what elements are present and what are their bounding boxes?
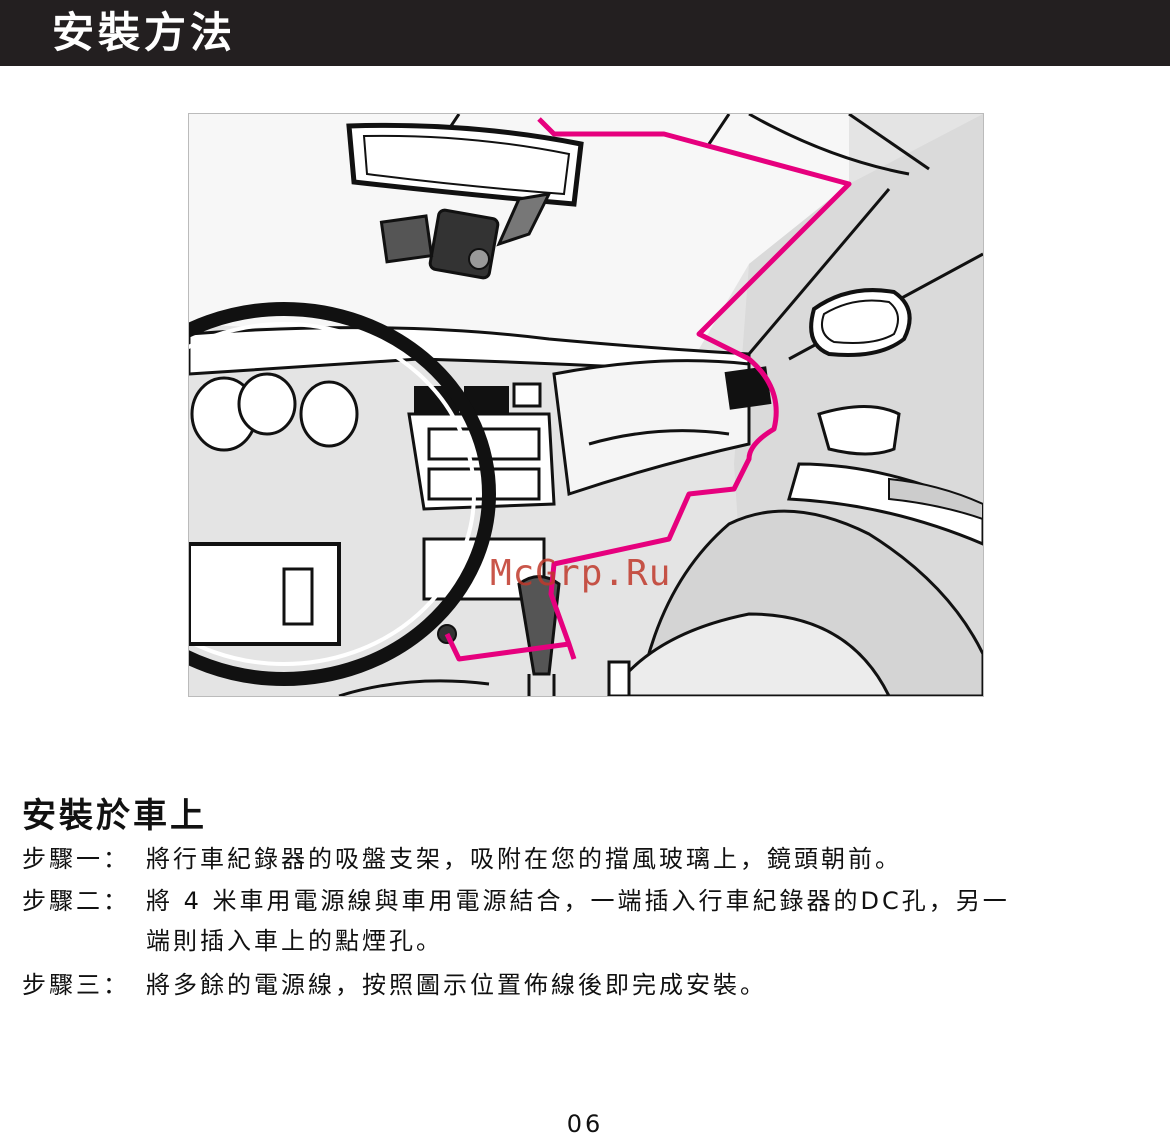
step-3: 步驟三：將多餘的電源線，按照圖示位置佈線後即完成安裝。	[22, 968, 767, 1002]
section-heading: 安裝於車上	[22, 788, 207, 837]
step-2: 步驟二：將 4 米車用電源線與車用電源結合，一端插入行車紀錄器的DC孔，另一	[22, 884, 1010, 918]
step-2-continuation: 端則插入車上的點煙孔。	[146, 924, 443, 958]
step-label: 步驟二：	[22, 884, 146, 918]
step-text: 將多餘的電源線，按照圖示位置佈線後即完成安裝。	[146, 971, 767, 999]
car-interior-drawing	[189, 114, 983, 696]
watermark: McGrp.Ru	[490, 553, 671, 594]
step-text: 將 4 米車用電源線與車用電源結合，一端插入行車紀錄器的DC孔，另一	[146, 887, 1010, 915]
page-title: 安裝方法	[52, 8, 236, 58]
header-bar: 安裝方法	[0, 0, 1170, 66]
step-text: 將行車紀錄器的吸盤支架，吸附在您的擋風玻璃上，鏡頭朝前。	[146, 845, 902, 873]
installation-illustration	[188, 113, 984, 697]
page-number: 06	[0, 1110, 1170, 1138]
step-label: 步驟三：	[22, 968, 146, 1002]
step-1: 步驟一：將行車紀錄器的吸盤支架，吸附在您的擋風玻璃上，鏡頭朝前。	[22, 842, 902, 876]
step-label: 步驟一：	[22, 842, 146, 876]
